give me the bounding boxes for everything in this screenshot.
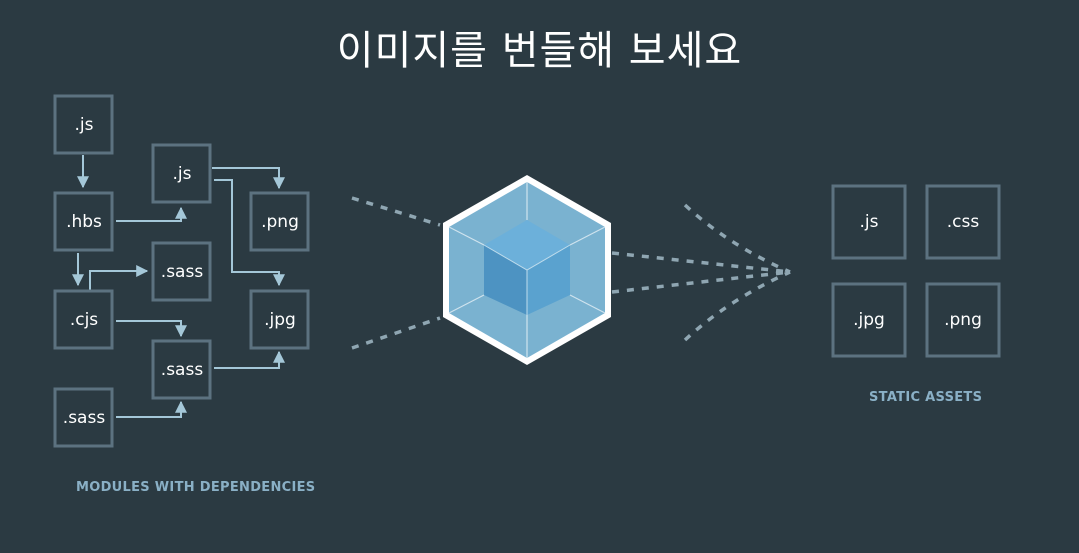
dependency-connectors — [72, 155, 285, 418]
asset-box: .png — [925, 282, 1001, 358]
connector-sass-to-jpg — [214, 350, 285, 369]
module-box: .png — [249, 191, 310, 252]
asset-label: .jpg — [853, 310, 885, 330]
asset-box: .jpg — [831, 282, 907, 358]
connector-js-to-png — [212, 167, 285, 190]
connector-hbs-to-js — [116, 206, 187, 222]
asset-label: .png — [944, 310, 982, 330]
page-title: 이미지를 번들해 보세요 — [336, 28, 743, 74]
flow-line-out-1 — [683, 203, 791, 274]
flow-line-out-3 — [611, 270, 791, 294]
module-box: .sass — [53, 387, 114, 448]
module-label: .sass — [161, 262, 204, 282]
module-box: .jpg — [249, 289, 310, 350]
module-box: .cjs — [53, 289, 114, 350]
asset-box: .css — [925, 184, 1001, 260]
assets-caption: STATIC ASSETS — [869, 390, 983, 405]
connector-cjs-to-sass — [89, 265, 149, 290]
connector-cjs-to-sass-2 — [116, 320, 187, 338]
module-box: .sass — [151, 241, 212, 302]
module-label: .sass — [161, 360, 204, 380]
modules-caption: MODULES WITH DEPENDENCIES — [76, 480, 316, 495]
module-label: .jpg — [264, 310, 296, 330]
module-box: .js — [151, 143, 212, 204]
flow-lines — [351, 196, 791, 350]
module-label: .sass — [63, 408, 106, 428]
module-label: .hbs — [66, 212, 102, 232]
asset-label: .js — [860, 212, 879, 232]
module-label: .cjs — [70, 310, 98, 330]
module-box: .hbs — [53, 191, 114, 252]
asset-label: .css — [947, 212, 980, 232]
flow-line-out-4 — [683, 270, 791, 342]
module-label: .js — [173, 164, 192, 184]
flow-line-in-bottom — [351, 316, 441, 350]
module-label: .png — [261, 212, 299, 232]
connector-sass-to-sass — [116, 400, 187, 418]
flow-line-in-top — [351, 196, 441, 227]
connector-js-to-jpg — [214, 179, 285, 287]
module-box: .js — [53, 94, 114, 155]
module-box: .sass — [151, 339, 212, 400]
asset-box: .js — [831, 184, 907, 260]
webpack-logo-icon — [443, 175, 611, 365]
flow-line-out-2 — [611, 251, 791, 274]
module-label: .js — [75, 115, 94, 135]
